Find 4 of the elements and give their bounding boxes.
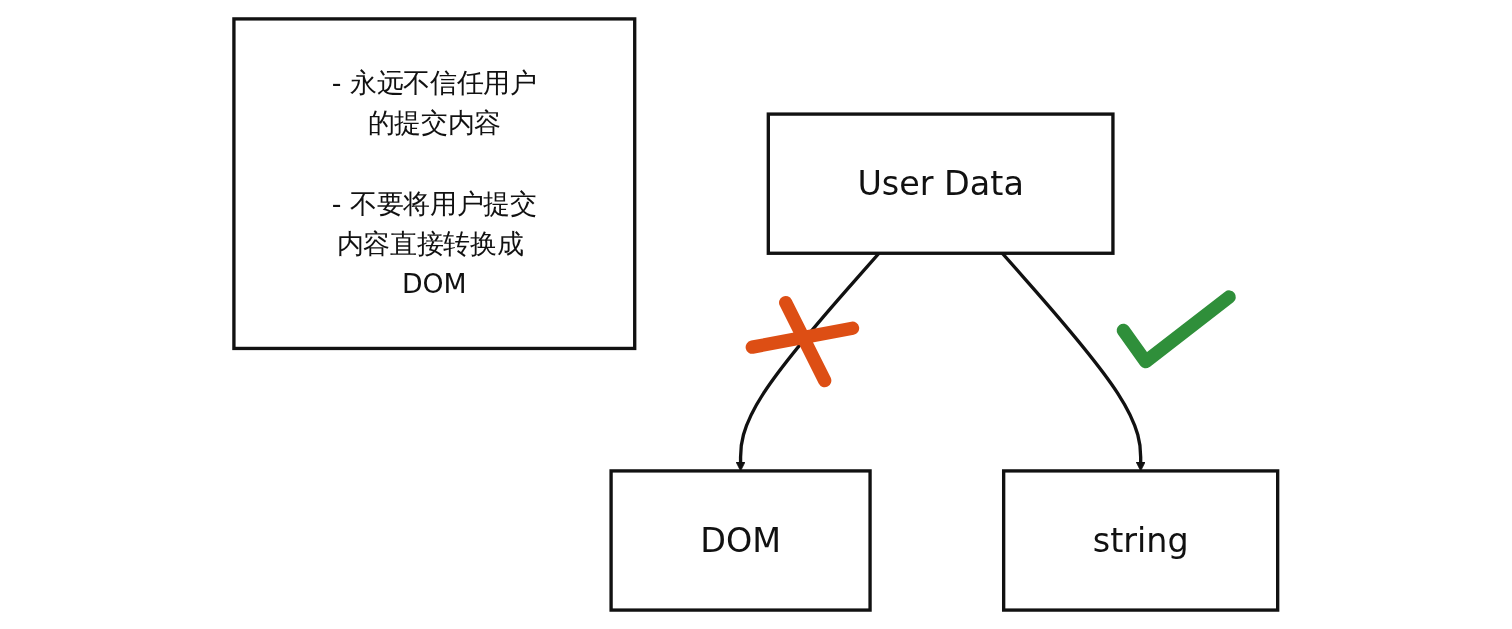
node-box: DOM [609,469,872,612]
node-box: - 永远不信任用户的提交内容 - 不要将用户提交内容直接转换成 DOM [232,17,637,351]
node-box: User Data [766,112,1115,255]
node-box: string [1002,469,1280,612]
